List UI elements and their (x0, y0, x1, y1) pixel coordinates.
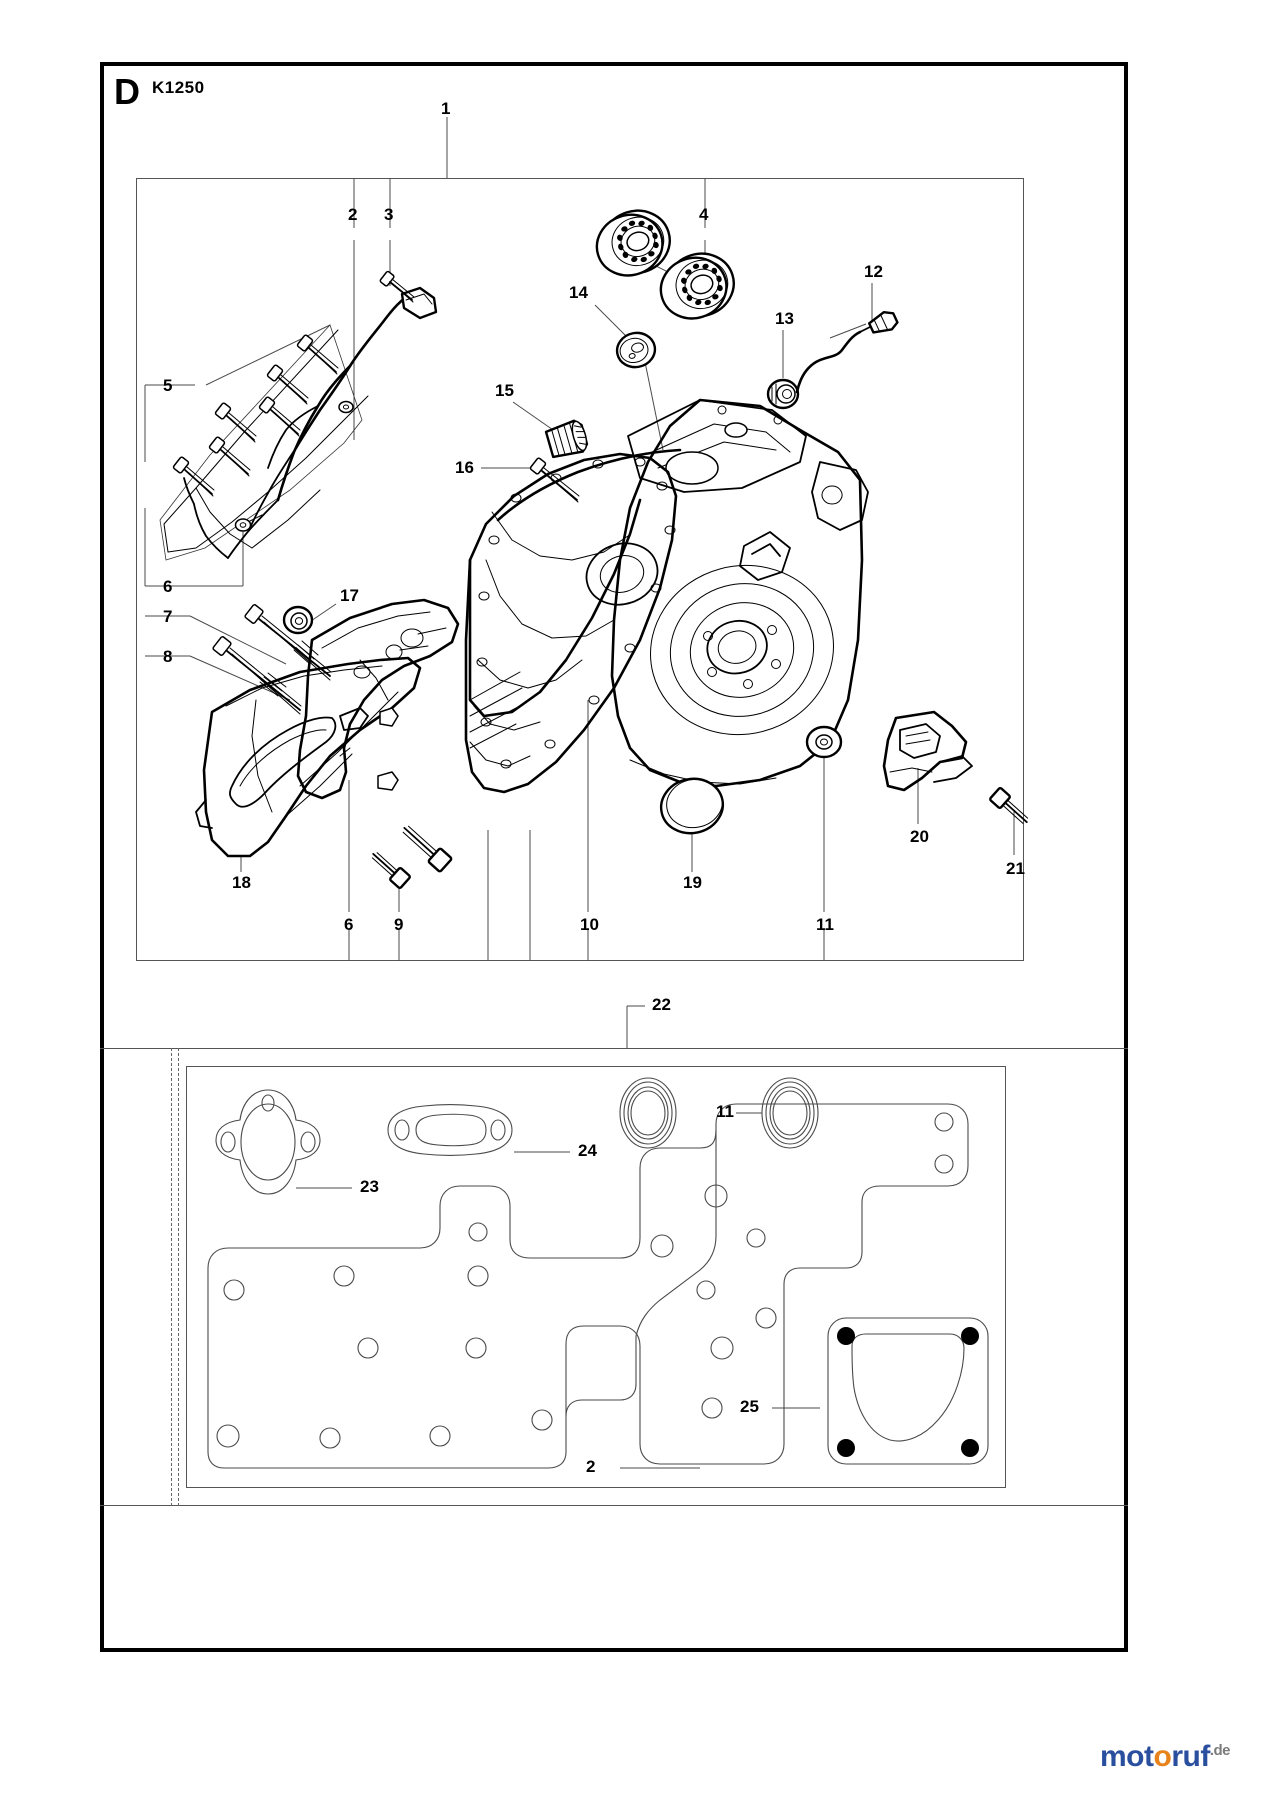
plate-letter: D (114, 71, 140, 112)
callout-7: 7 (163, 607, 173, 626)
callout-12: 12 (864, 262, 883, 281)
callout-15: 15 (495, 381, 514, 400)
model-code: K1250 (152, 78, 205, 97)
callout-11-upper: 11 (816, 915, 834, 934)
callout-5: 5 (163, 376, 173, 395)
callout-21: 21 (1006, 859, 1025, 878)
callout-14: 14 (569, 283, 588, 302)
logo-text-ruf: ruf (1171, 1740, 1210, 1773)
callout-4: 4 (699, 205, 709, 224)
callout-3: 3 (384, 205, 394, 224)
upper-group-box (136, 178, 1024, 961)
gasket-inner-box (186, 1066, 1006, 1488)
callout-16: 16 (455, 458, 474, 477)
callout-6-upper: 6 (163, 577, 173, 596)
logo-text-suffix: .de (1209, 1742, 1231, 1759)
logo-text-mot: mot (1099, 1740, 1154, 1773)
callout-6-lower: 6 (344, 915, 354, 934)
callout-1: 1 (441, 99, 451, 118)
callout-25: 25 (740, 1397, 759, 1416)
callout-8: 8 (163, 647, 173, 666)
callout-18: 18 (232, 873, 251, 892)
callout-13: 13 (775, 309, 794, 328)
callout-2-lower: 2 (586, 1457, 596, 1476)
gasket-dashed-edge (171, 1048, 179, 1506)
callout-23: 23 (360, 1177, 379, 1196)
callout-10: 10 (580, 915, 599, 934)
callout-9: 9 (394, 915, 404, 934)
logo-text-o: o (1153, 1740, 1172, 1773)
callout-19: 19 (683, 873, 702, 892)
callout-2: 2 (348, 205, 358, 224)
callout-20: 20 (910, 827, 929, 846)
callout-22: 22 (652, 995, 671, 1014)
lower-group-box (100, 1048, 1128, 1506)
callout-17: 17 (340, 586, 359, 605)
callout-24: 24 (578, 1141, 597, 1160)
callout-11-lower: 11 (716, 1102, 734, 1121)
motoruf-logo: motoruf.de (1099, 1740, 1231, 1773)
